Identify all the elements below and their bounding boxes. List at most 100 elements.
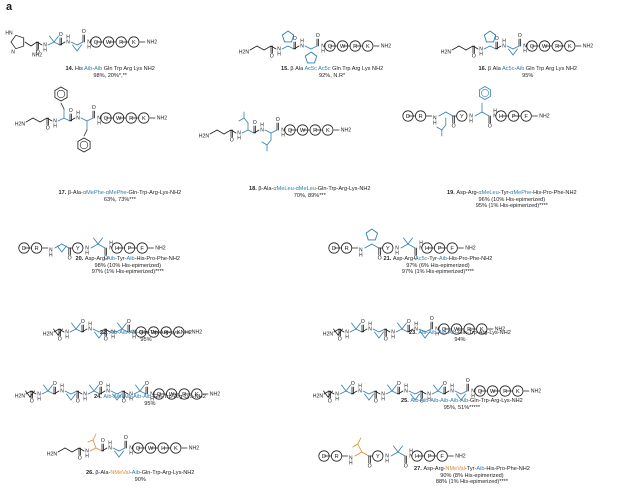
amide-h-label: H — [150, 396, 154, 402]
bond — [293, 45, 300, 50]
compound-caption-19: 19. Asp-Arg-αMeLeu-Tyr-αMePhe-His-Pro-Ph… — [447, 190, 577, 210]
residue-circle — [446, 242, 458, 254]
amide-n-label: N — [237, 130, 241, 136]
oxygen-label: O — [374, 399, 378, 405]
residue-letter: W — [490, 389, 496, 395]
residue-letter: R — [345, 246, 349, 252]
bond — [238, 117, 245, 122]
residue-letter: K — [177, 330, 181, 336]
bond — [483, 45, 491, 50]
bond — [256, 45, 265, 51]
bond — [287, 45, 295, 50]
residue-circle — [173, 326, 185, 338]
bond — [57, 447, 66, 453]
bond — [98, 328, 106, 333]
residue-letter: Q — [136, 446, 141, 452]
sequence-text: -Tyr- — [427, 256, 439, 262]
nh2-terminal-label: NH2 — [583, 43, 593, 49]
amide-n-label: N — [479, 46, 483, 52]
amide-h-label: H — [381, 396, 385, 402]
bond — [76, 44, 82, 52]
amide-h-label: H — [345, 334, 349, 340]
compound-caption-24: 24. Aib-Aib-Aib-Aib-Aib-Gln-Trp-Arg-Lys-… — [94, 394, 206, 407]
amide-h-label: H — [83, 396, 87, 402]
residue-letter: H — [115, 246, 119, 252]
bond — [112, 393, 118, 401]
nh2-terminal-label: NH2 — [495, 326, 505, 332]
bond — [339, 390, 347, 395]
residue-letter: H — [415, 454, 419, 460]
compound-number: 23. — [409, 330, 419, 336]
residue-circle — [512, 385, 524, 397]
bond — [345, 390, 353, 395]
cyclopentane-ring — [304, 51, 318, 64]
residue-letter: Y — [376, 454, 380, 460]
residue-letter: W — [169, 392, 175, 398]
amide-h-label: H — [395, 250, 399, 256]
oxygen-label: O — [466, 378, 470, 384]
yield-line: 97% (1% His-epimerized)**** — [401, 269, 474, 276]
yield-line: 90% (8% His-epimerized) — [440, 472, 504, 479]
amide-h-label: H — [260, 122, 264, 128]
residue-letter: F — [440, 454, 444, 460]
oxygen-label: O — [104, 256, 108, 262]
compound-number: 26. — [86, 470, 96, 476]
bond — [61, 243, 70, 249]
amide-h-label: H — [300, 38, 304, 44]
nh2-label: NH2 — [32, 52, 42, 58]
imidazole-ring — [10, 34, 25, 50]
amide-n-label: N — [88, 326, 92, 332]
nh2-terminal-label: NH2 — [155, 245, 165, 251]
amide-h-label: H — [414, 321, 418, 327]
bond — [81, 328, 88, 333]
bond — [328, 390, 335, 395]
residue-circle — [456, 110, 468, 122]
bond — [474, 111, 483, 117]
nh2-terminal-label: NH2 — [210, 391, 220, 397]
oxygen-label: O — [253, 120, 257, 126]
amide-h-label: H — [85, 250, 89, 256]
bond — [101, 447, 108, 452]
bond — [115, 328, 123, 333]
residue-letter: K — [142, 116, 146, 122]
sequence-text: -His-Pro-Phe-NH2 — [531, 190, 577, 196]
residue-letter: R — [35, 246, 39, 252]
bond — [139, 390, 147, 395]
nmeval-residue-name: NMeVal — [445, 466, 465, 472]
residue-letter: R — [419, 114, 423, 120]
residue-circle — [436, 450, 448, 462]
residue-letter: W — [300, 128, 306, 134]
residue-letter: H — [499, 114, 503, 120]
bond — [451, 45, 460, 51]
bond — [87, 390, 95, 395]
benzene-ring — [77, 137, 91, 153]
bond — [56, 245, 63, 253]
residue-letter: F — [524, 114, 528, 120]
bond — [112, 447, 120, 452]
oxygen-label: O — [316, 33, 320, 39]
bond — [465, 45, 474, 51]
residue-letter: W — [116, 116, 122, 122]
bond — [53, 35, 59, 43]
oxygen-label: O — [92, 105, 96, 111]
amide-n-label: N — [523, 43, 527, 49]
bond — [438, 111, 447, 117]
bond — [76, 41, 84, 46]
bond — [230, 129, 237, 134]
modified-residue-name: Ac5c — [414, 256, 428, 262]
amide-n-label: N — [43, 42, 47, 48]
bond — [495, 45, 502, 50]
amide-h-label: H — [358, 383, 362, 389]
yield-line: 96% (10% His-epimerized) — [478, 196, 546, 203]
compound-name-line: 14. His Aib-Aib Gln Trp Arg Lys NH2 — [66, 66, 155, 73]
sequence-text: β Ala — [290, 66, 305, 72]
bond — [47, 384, 53, 392]
amide-h-label: H — [427, 396, 431, 402]
oxygen-label: O — [407, 319, 411, 325]
sequence-text: Asp-Arg- — [423, 466, 446, 472]
bond — [70, 41, 78, 46]
